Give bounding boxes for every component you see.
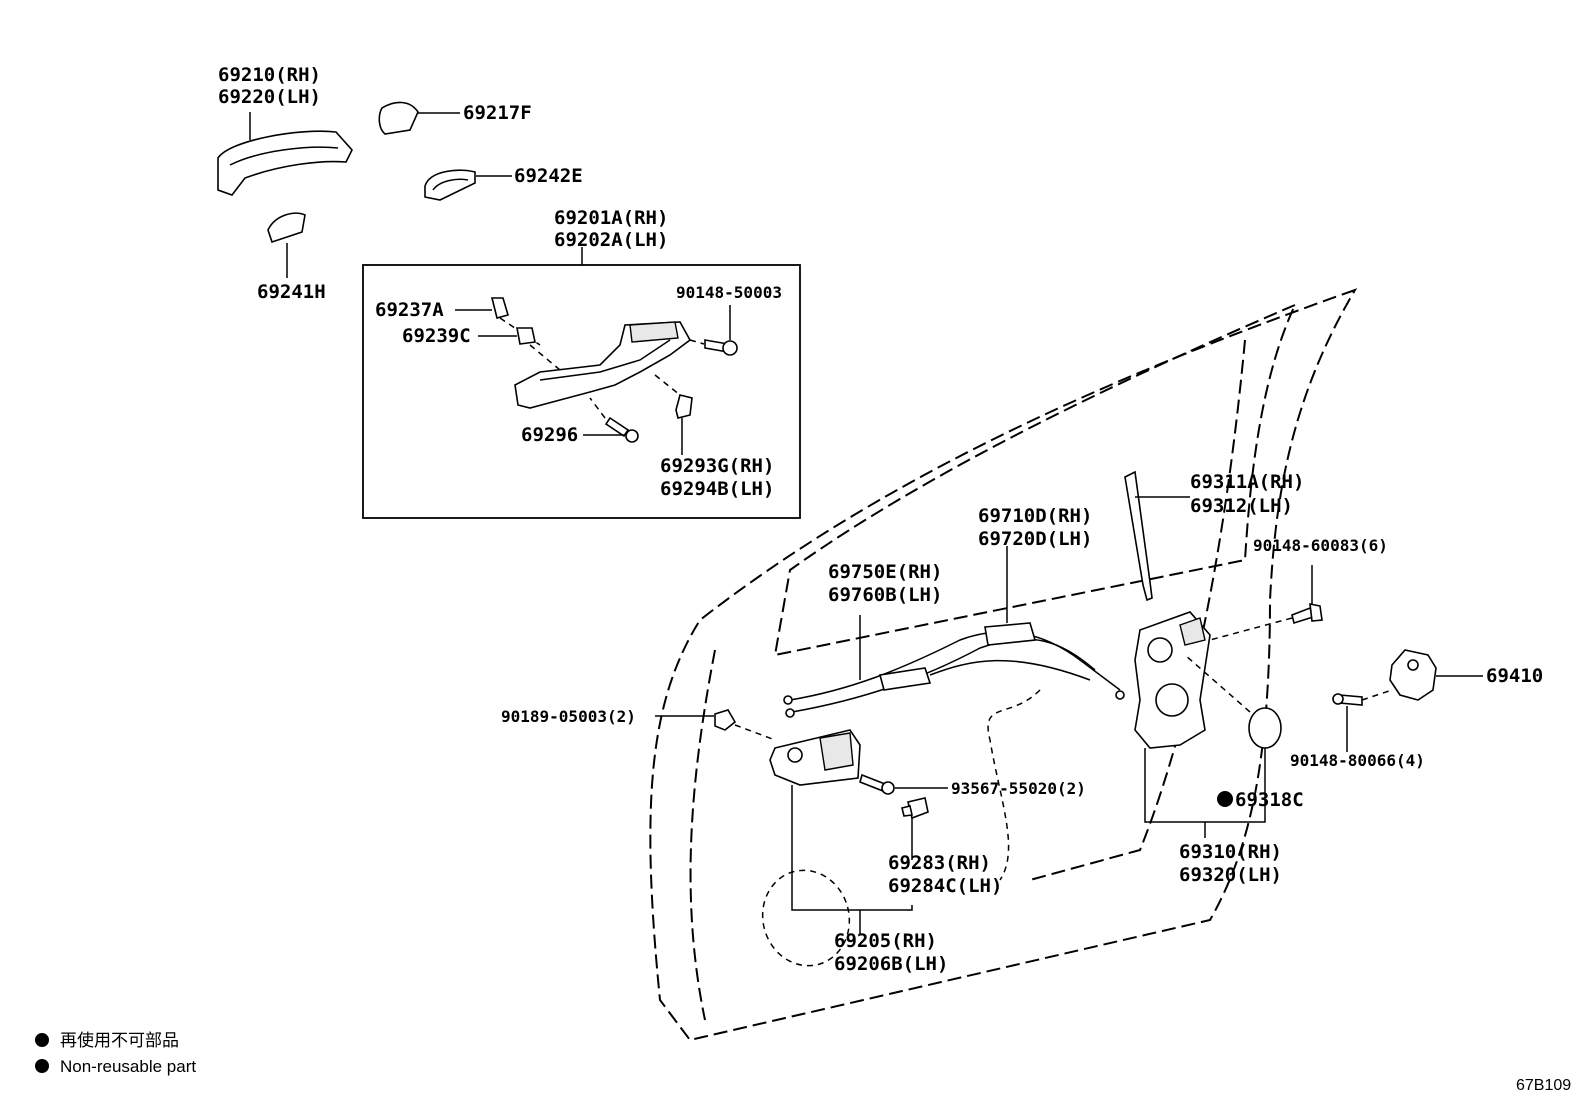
handle-frame-icon <box>514 321 692 409</box>
door-lock-assy-icon <box>1134 611 1211 749</box>
label-inner-handle-rh: 69205(RH) <box>834 930 937 952</box>
seal-69318-icon <box>1248 707 1282 749</box>
pad-front-icon <box>424 169 476 201</box>
label-lock-rod-rh: 69311A(RH) <box>1190 471 1304 493</box>
legend: 再使用不可部品 Non-reusable part <box>35 1030 196 1076</box>
label-lock-assy-rh: 69310(RH) <box>1179 841 1282 863</box>
label-seal: 69318C <box>1235 789 1304 811</box>
handle-cap-icon <box>378 101 419 135</box>
label-frame-bolt: 90148-50003 <box>676 283 782 302</box>
striker-icon <box>1389 649 1437 701</box>
non-reusable-marker <box>1217 791 1233 807</box>
label-inner-handle-lh: 69206B(LH) <box>834 953 948 975</box>
bracket-69293-icon <box>675 394 693 419</box>
pad-rear-icon <box>267 212 306 244</box>
screw-69296-icon <box>604 416 639 443</box>
label-lock-rod-lh: 69312(LH) <box>1190 495 1293 517</box>
cable-lock-icon <box>878 659 1091 691</box>
diagram-code: 67B109 <box>1516 1077 1571 1094</box>
label-frame-bracket-rh: 69293G(RH) <box>660 455 774 477</box>
label-cover-lh: 69284C(LH) <box>888 875 1002 897</box>
bracket-inside-handle <box>791 785 913 911</box>
label-cable-lock-rh: 69750E(RH) <box>828 561 942 583</box>
legend-en: Non-reusable part <box>60 1057 196 1076</box>
label-69296: 69296 <box>521 424 578 446</box>
label-69237: 69237A <box>375 299 444 321</box>
label-cable-inner-rh: 69710D(RH) <box>978 505 1092 527</box>
label-cover-rh: 69283(RH) <box>888 852 991 874</box>
label-frame-bracket-lh: 69294B(LH) <box>660 478 774 500</box>
label-outer-handle-lh: 69220(LH) <box>218 86 321 108</box>
grommet-69239-icon <box>516 327 536 345</box>
lock-rod-icon <box>1124 470 1153 602</box>
label-pad-front: 69242E <box>514 165 583 187</box>
label-pad-rear: 69241H <box>257 281 326 303</box>
legend-bullet-jp <box>35 1033 49 1047</box>
label-outer-handle-rh: 69210(RH) <box>218 64 321 86</box>
label-frame-assy-lh: 69202A(LH) <box>554 229 668 251</box>
label-striker: 69410 <box>1486 665 1543 687</box>
label-clip: 90189-05003(2) <box>501 707 636 726</box>
legend-jp: 再使用不可部品 <box>60 1030 179 1050</box>
label-frame-assy-rh: 69201A(RH) <box>554 207 668 229</box>
inside-handle-icon <box>769 729 861 786</box>
legend-bullet-en <box>35 1059 49 1073</box>
bolt-50003-icon <box>704 339 738 356</box>
cable-inner-icon <box>783 622 1125 718</box>
screw-80066-icon <box>1332 693 1363 706</box>
clip-90189-icon <box>714 709 737 731</box>
label-lock-screw: 90148-60083(6) <box>1253 536 1388 555</box>
door-outline <box>649 288 1358 1042</box>
screw-55020-icon <box>859 773 895 795</box>
screw-60083-icon <box>1291 602 1323 625</box>
cover-69283-icon <box>901 797 929 820</box>
clip-69237-icon <box>490 297 509 319</box>
label-cable-lock-lh: 69760B(LH) <box>828 584 942 606</box>
label-69239: 69239C <box>402 325 471 347</box>
label-lock-assy-lh: 69320(LH) <box>1179 864 1282 886</box>
label-striker-screw: 90148-80066(4) <box>1290 751 1425 770</box>
label-cable-inner-lh: 69720D(LH) <box>978 528 1092 550</box>
label-cap: 69217F <box>463 102 532 124</box>
label-handle-screw: 93567-55020(2) <box>951 779 1086 798</box>
outer-handle-icon <box>217 130 353 196</box>
